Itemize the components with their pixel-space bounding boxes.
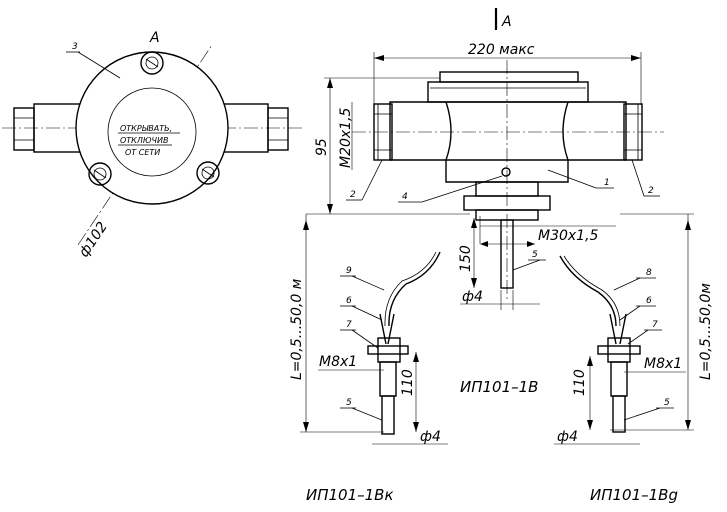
- cover-circle: [107, 87, 197, 177]
- right-callout-6: 6: [646, 296, 652, 306]
- bottom-thread-label: M30x1,5: [538, 228, 599, 244]
- center-title: ИП101–1В: [460, 378, 538, 396]
- right-callout-7: 7: [652, 320, 658, 330]
- probe-diameter-label: ф4: [462, 289, 483, 305]
- front-view-letter: A: [149, 30, 160, 46]
- cover-text-line2: ОТКЛЮЧИВ: [120, 136, 168, 145]
- cover-screw-right: [196, 161, 220, 185]
- right-cable: [559, 255, 617, 327]
- probe-length-label: 150: [458, 245, 474, 272]
- left-callout-9: 9: [346, 266, 352, 276]
- cover-screw-top: [140, 51, 164, 75]
- right-sensor: L=0,5...50,0м M8x1 110 ф4 8 6 7 5: [554, 213, 714, 504]
- cover-text-line3: ОТ СЕТИ: [125, 148, 160, 157]
- left-110-label: 110: [400, 369, 416, 396]
- right-callout-5: 5: [664, 398, 670, 408]
- left-callout-7: 7: [346, 320, 352, 330]
- callout-3: 3: [72, 42, 78, 52]
- callout-2-right: 2: [648, 186, 654, 196]
- left-probe: [381, 395, 395, 435]
- right-sensor-title: ИП101–1Вg: [590, 486, 678, 504]
- left-diameter-label: ф4: [420, 429, 441, 445]
- left-cable: [388, 251, 441, 327]
- left-callout-5: 5: [346, 398, 352, 408]
- cover-text-line1: ОТКРЫВАТЬ,: [120, 124, 172, 133]
- left-sensor: L=0,5...50,0 м M8x1 110 ф4 9 6: [289, 214, 448, 504]
- cover-screw-left: [88, 162, 112, 186]
- right-probe: [612, 395, 626, 433]
- side-thread-label: M20x1,5: [338, 107, 354, 168]
- view-a-label: A: [501, 14, 512, 30]
- callout-5: 5: [532, 250, 538, 260]
- right-110-label: 110: [572, 369, 588, 396]
- right-diameter-label: ф4: [557, 429, 578, 445]
- view-a-marker: A: [494, 8, 512, 30]
- left-thread-label: M8x1: [319, 354, 357, 370]
- ground-screw: [501, 167, 511, 177]
- right-length-label: L=0,5...50,0м: [698, 283, 714, 380]
- side-view: 220 макс 95: [306, 42, 664, 310]
- right-cable-gland: [221, 103, 289, 153]
- left-nut: [367, 345, 409, 355]
- left-callout-6: 6: [346, 296, 352, 306]
- callout-4: 4: [402, 192, 408, 202]
- left-sensor-title: ИП101–1Вк: [306, 486, 394, 504]
- left-length-label: L=0,5...50,0 м: [289, 278, 305, 380]
- main-body: [389, 101, 627, 161]
- callout-3-leader: [77, 51, 121, 79]
- front-view: ОТКРЫВАТЬ, ОТКЛЮЧИВ ОТ СЕТИ 3 A ф102: [2, 30, 305, 260]
- height-dimension: 95: [314, 138, 330, 156]
- top-cover: [439, 71, 579, 83]
- right-thread-label: M8x1: [644, 356, 682, 372]
- probe: [500, 219, 514, 289]
- callout-1: 1: [604, 178, 610, 188]
- right-nut: [597, 345, 641, 355]
- callout-2-left: 2: [350, 190, 356, 200]
- width-dimension: 220 макс: [468, 42, 535, 58]
- right-callout-8: 8: [646, 268, 652, 278]
